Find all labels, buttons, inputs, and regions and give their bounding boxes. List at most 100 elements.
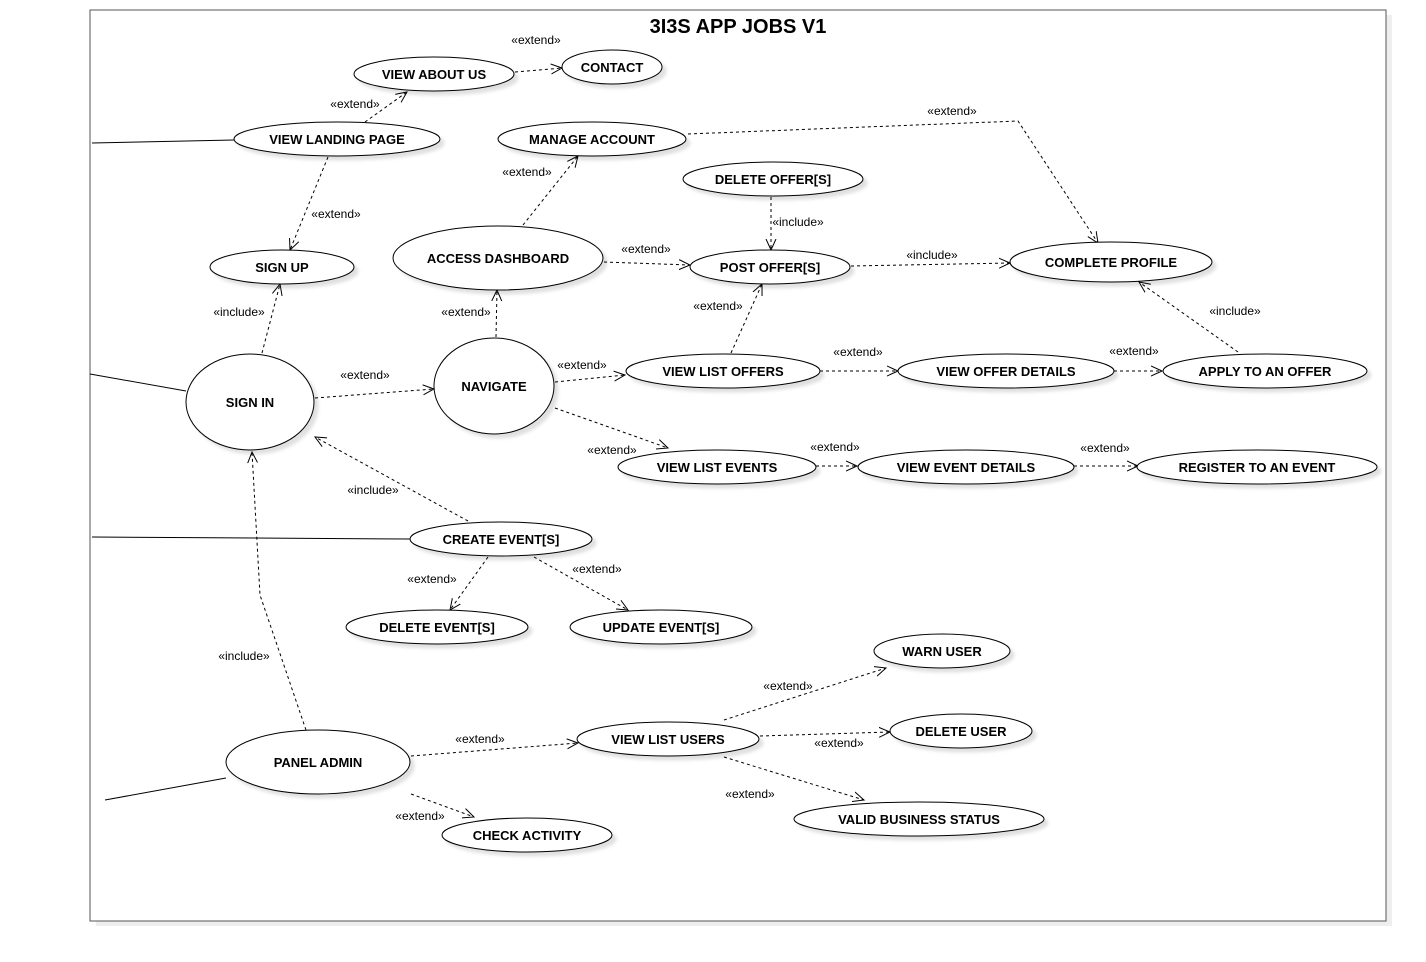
use-case-view-offer-details	[897, 353, 1115, 389]
use-case-label: SIGN UP	[255, 260, 309, 275]
arrow-landing-to-about	[364, 92, 407, 123]
label-extend: «extend»	[587, 443, 637, 457]
diagram-title: 3I3S APP JOBS V1	[650, 16, 827, 38]
use-case-navigate	[433, 337, 555, 435]
use-case-label: MANAGE ACCOUNT	[529, 132, 655, 147]
label-extend: «extend»	[311, 207, 361, 221]
label-extend: «extend»	[1080, 441, 1130, 455]
arrow-signin-to-navigate	[314, 389, 434, 399]
label-extend: «extend»	[725, 787, 775, 801]
arrow-apply-to-complete	[1139, 282, 1239, 353]
label-extend: «extend»	[693, 299, 743, 313]
use-case-sign-in	[185, 353, 315, 451]
arrow-listusers-to-valid	[723, 756, 864, 800]
label-include: «include»	[218, 649, 270, 663]
use-case-complete-profile	[1009, 241, 1213, 283]
arrow-listusers-to-warn	[723, 668, 886, 721]
use-case-view-about-us	[353, 56, 515, 92]
use-case-access-dashboard	[392, 225, 604, 291]
label-extend: «extend»	[927, 104, 977, 118]
use-case-update-events	[569, 609, 753, 645]
use-case-label: VIEW LANDING PAGE	[269, 132, 405, 147]
use-case-view-event-details	[857, 449, 1075, 485]
use-case-ellipses	[185, 49, 1378, 853]
use-case-manage-account	[497, 121, 687, 157]
label-include: «include»	[906, 248, 958, 262]
label-extend: «extend»	[395, 809, 445, 823]
use-case-label: VIEW ABOUT US	[382, 67, 487, 82]
arrow-listoffers-to-post	[730, 284, 762, 354]
association-create-events	[91, 536, 411, 540]
arrow-navigate-to-listevents	[554, 407, 668, 448]
use-case-check-activity	[441, 817, 613, 853]
use-case-label: VIEW EVENT DETAILS	[897, 460, 1036, 475]
arrow-landing-to-signup	[290, 156, 329, 250]
arrow-navigate-to-dashboard	[496, 290, 497, 338]
use-case-delete-offers	[682, 161, 864, 197]
arrow-post-to-complete	[850, 263, 1010, 266]
use-case-label: CREATE EVENT[S]	[443, 532, 560, 547]
arrow-listusers-to-deleteuser	[759, 732, 890, 736]
use-case-label: UPDATE EVENT[S]	[603, 620, 720, 635]
association-panel-admin	[104, 777, 227, 801]
use-case-label: DELETE USER	[915, 724, 1007, 739]
use-case-view-list-users	[576, 721, 760, 757]
use-case-label: WARN USER	[902, 644, 982, 659]
use-case-label: VIEW LIST OFFERS	[662, 364, 784, 379]
use-case-view-landing-page	[233, 121, 441, 157]
arrow-create-to-delete-events	[450, 556, 489, 610]
label-include: «include»	[347, 483, 399, 497]
label-extend: «extend»	[763, 679, 813, 693]
label-extend: «extend»	[441, 305, 491, 319]
use-case-label: CONTACT	[581, 60, 644, 75]
use-case-label: CHECK ACTIVITY	[473, 828, 582, 843]
label-extend: «extend»	[833, 345, 883, 359]
label-extend: «extend»	[511, 33, 561, 47]
use-case-label: VALID BUSINESS STATUS	[838, 812, 1000, 827]
use-case-label: VIEW OFFER DETAILS	[936, 364, 1075, 379]
use-case-delete-user	[889, 713, 1033, 749]
label-include: «include»	[213, 305, 265, 319]
stereotype-labels: «extend» «extend» «extend» «extend» «ext…	[213, 33, 1261, 823]
label-extend: «extend»	[502, 165, 552, 179]
arrow-admin-to-listusers	[410, 743, 578, 757]
use-case-contact	[561, 49, 663, 85]
label-extend: «extend»	[557, 358, 607, 372]
label-include: «include»	[772, 215, 824, 229]
label-extend: «extend»	[330, 97, 380, 111]
use-case-label: COMPLETE PROFILE	[1045, 255, 1178, 270]
use-case-view-list-events	[617, 449, 817, 485]
label-extend: «extend»	[340, 368, 390, 382]
use-case-delete-events	[345, 609, 529, 645]
use-case-post-offers	[689, 249, 851, 285]
label-extend: «extend»	[455, 732, 505, 746]
use-case-register-to-an-event	[1136, 449, 1378, 485]
label-extend: «extend»	[810, 440, 860, 454]
use-case-panel-admin	[225, 729, 411, 795]
label-extend: «extend»	[621, 242, 671, 256]
use-case-valid-business-status	[793, 801, 1045, 837]
label-extend: «extend»	[1109, 344, 1159, 358]
arrow-create-to-signin	[315, 437, 469, 522]
arrow-manage-to-complete	[687, 120, 1098, 243]
use-case-view-list-offers	[625, 353, 821, 389]
arrow-about-to-contact	[514, 68, 562, 72]
label-extend: «extend»	[814, 736, 864, 750]
use-case-label: VIEW LIST EVENTS	[657, 460, 778, 475]
use-case-label: ACCESS DASHBOARD	[427, 251, 569, 266]
label-include: «include»	[1209, 304, 1261, 318]
arrow-admin-to-checkactivity	[410, 793, 474, 817]
label-extend: «extend»	[572, 562, 622, 576]
arrow-dashboard-to-manage	[522, 156, 578, 226]
use-case-apply-to-an-offer	[1162, 353, 1368, 389]
use-case-warn-user	[873, 633, 1011, 669]
actor-associations	[89, 139, 411, 801]
use-case-label: PANEL ADMIN	[274, 755, 363, 770]
use-case-label: DELETE OFFER[S]	[715, 172, 831, 187]
use-case-label: POST OFFER[S]	[720, 260, 820, 275]
use-case-sign-up	[209, 249, 355, 285]
use-case-label: DELETE EVENT[S]	[379, 620, 495, 635]
arrow-dashboard-to-post	[603, 262, 690, 265]
use-case-label: VIEW LIST USERS	[611, 732, 725, 747]
